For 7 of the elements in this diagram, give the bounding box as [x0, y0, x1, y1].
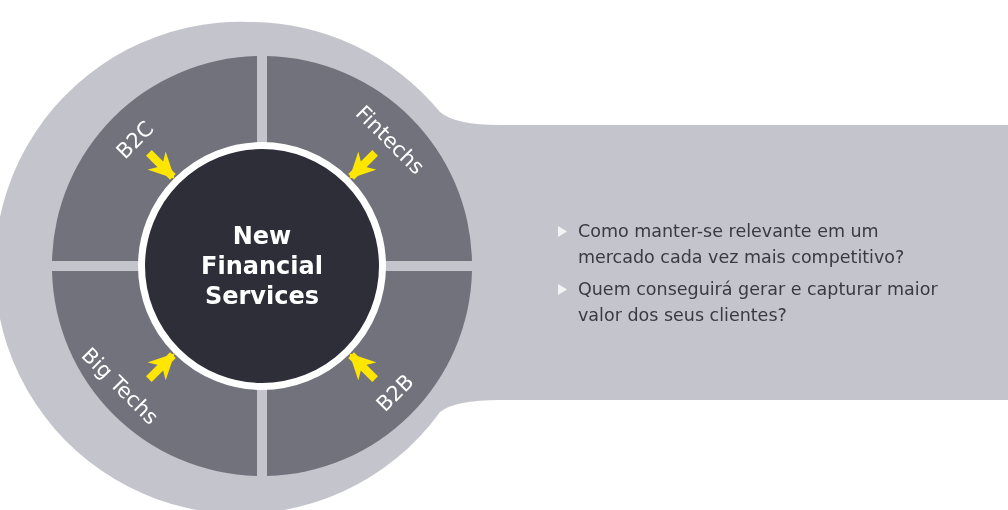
center-label: New Financial Services	[200, 221, 324, 311]
arrow	[348, 352, 378, 382]
bullet-text: Quem conseguirá gerar e capturar maior valor dos seus clientes?	[578, 278, 939, 328]
arrow	[146, 150, 176, 180]
arrow	[348, 150, 378, 180]
bullet-text: Como manter-se relevante em um mercado cada vez mais competitivo?	[578, 220, 906, 270]
arrow	[146, 352, 176, 382]
